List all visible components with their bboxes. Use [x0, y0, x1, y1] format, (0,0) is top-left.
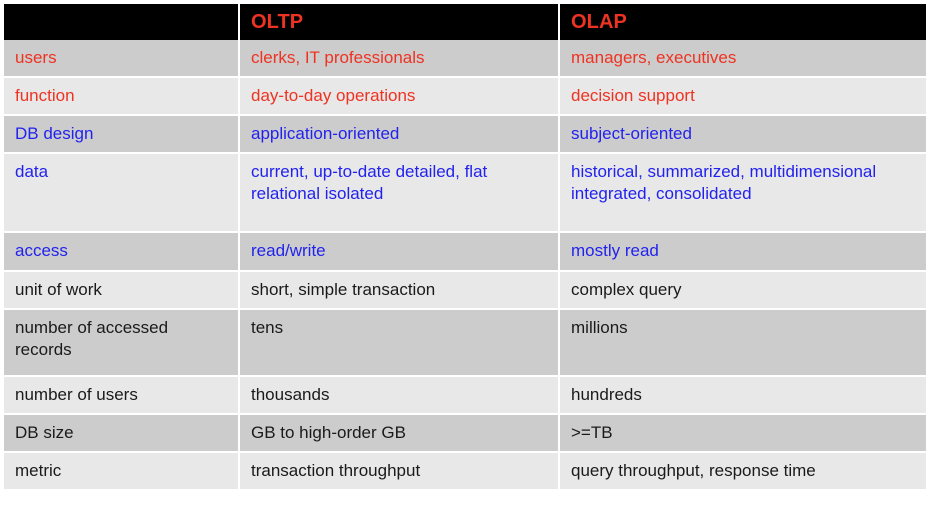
row-label-cell: access — [4, 233, 240, 272]
row-oltp-cell: thousands — [240, 376, 560, 415]
row-olap-cell: decision support — [560, 78, 926, 117]
header-cell-olap: OLAP — [560, 4, 926, 40]
row-label-cell: metric — [4, 453, 240, 492]
row-oltp-cell: tens — [240, 309, 560, 377]
row-olap-cell: subject-oriented — [560, 116, 926, 155]
row-olap-cell: query throughput, response time — [560, 453, 926, 492]
row-oltp-cell: GB to high-order GB — [240, 414, 560, 454]
row-oltp-cell: transaction throughput — [240, 453, 560, 492]
header-cell-oltp: OLTP — [240, 4, 560, 40]
table-header: OLTP OLAP — [4, 4, 926, 40]
row-oltp-cell: clerks, IT professionals — [240, 40, 560, 79]
row-olap-cell: complex query — [560, 271, 926, 310]
row-oltp-cell: short, simple transaction — [240, 271, 560, 310]
row-oltp-cell: read/write — [240, 233, 560, 272]
row-olap-cell: mostly read — [560, 233, 926, 272]
row-label-cell: users — [4, 40, 240, 79]
row-olap-cell: managers, executives — [560, 40, 926, 79]
row-label-cell: function — [4, 78, 240, 117]
header-row: OLTP OLAP — [4, 4, 926, 40]
row-olap-cell: historical, summarized, multidimensional… — [560, 154, 926, 234]
header-cell-blank — [4, 4, 240, 40]
row-oltp-cell: current, up-to-date detailed, flat relat… — [240, 154, 560, 234]
row-olap-cell: hundreds — [560, 376, 926, 415]
row-oltp-cell: day-to-day operations — [240, 78, 560, 117]
row-label-cell: number of accessed records — [4, 309, 240, 377]
row-olap-cell: >=TB — [560, 414, 926, 454]
row-label-cell: unit of work — [4, 271, 240, 310]
row-olap-cell: millions — [560, 309, 926, 377]
row-label-cell: data — [4, 154, 240, 234]
row-label-cell: DB design — [4, 116, 240, 155]
row-label-cell: number of users — [4, 376, 240, 415]
row-oltp-cell: application-oriented — [240, 116, 560, 155]
row-label-cell: DB size — [4, 414, 240, 454]
